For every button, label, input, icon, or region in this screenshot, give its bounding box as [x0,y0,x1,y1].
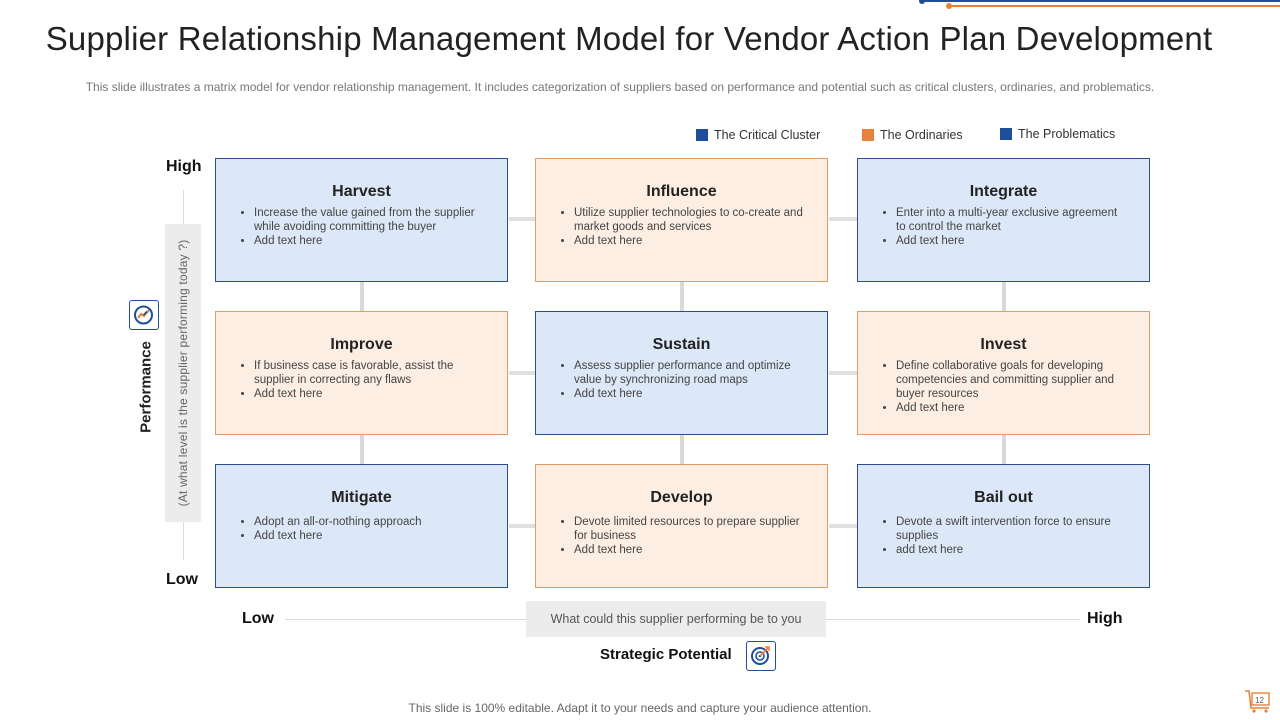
matrix-cell-improve: Improve If business case is favorable, a… [215,311,508,435]
top-accent-line-blue [922,0,1280,2]
matrix-cell-bail-out: Bail out Devote a swift intervention for… [857,464,1150,588]
footer-note: This slide is 100% editable. Adapt it to… [408,701,872,715]
cell-title: Influence [646,183,717,200]
target-icon [746,641,776,671]
cell-bullets: Devote limited resources to prepare supp… [556,515,807,557]
y-axis-question-box: (At what level is the supplier performin… [165,224,201,522]
bullet: Add text here [896,234,1129,248]
connector [829,217,858,221]
cell-bullets: Define collaborative goals for developin… [878,359,1129,415]
legend-swatch-orange [862,129,874,141]
matrix-cell-invest: Invest Define collaborative goals for de… [857,311,1150,435]
bullet: Add text here [254,387,487,401]
bullet: Add text here [574,387,807,401]
matrix-cell-sustain: Sustain Assess supplier performance and … [535,311,828,435]
matrix-cell-develop: Develop Devote limited resources to prep… [535,464,828,588]
bullet: Increase the value gained from the suppl… [254,206,487,234]
bullet: If business case is favorable, assist th… [254,359,487,387]
legend-item-problematics: The Problematics [1000,126,1115,142]
cell-title: Sustain [652,336,711,353]
connector [1002,282,1006,312]
legend-swatch-blue [696,129,708,141]
cell-bullets: Assess supplier performance and optimize… [556,359,807,401]
matrix-cell-influence: Influence Utilize supplier technologies … [535,158,828,282]
cell-title: Mitigate [331,489,392,506]
connector [509,371,536,375]
cart-icon [1245,690,1270,713]
cell-bullets: Increase the value gained from the suppl… [236,206,487,248]
slide-subtitle: This slide illustrates a matrix model fo… [85,80,1155,94]
bullet: Adopt an all-or-nothing approach [254,515,487,529]
y-axis-question: (At what level is the supplier performin… [176,239,190,507]
y-axis-title: Performance [137,341,155,433]
x-axis-question: What could this supplier performing be t… [526,601,826,637]
cell-title: Integrate [969,183,1038,200]
connector [1002,435,1006,465]
connector [829,371,858,375]
connector [829,524,858,528]
target-icon-graphic [751,646,770,665]
legend-label: The Problematics [1018,127,1116,141]
legend-item-critical-cluster: The Critical Cluster [696,127,820,143]
connector [680,282,684,312]
cell-bullets: Utilize supplier technologies to co-crea… [556,206,807,248]
cell-title: Improve [330,336,393,353]
bullet: Add text here [254,529,487,543]
legend-item-ordinaries: The Ordinaries [862,127,963,143]
top-accent-dot-blue [919,0,925,4]
top-accent-dot-orange [946,3,952,9]
cell-bullets: Devote a swift intervention force to ens… [878,515,1129,557]
bullet: Add text here [254,234,487,248]
connector [509,524,536,528]
bullet: Define collaborative goals for developin… [896,359,1129,401]
connector [360,282,364,312]
bullet: add text here [896,543,1129,557]
legend-label: The Critical Cluster [714,128,821,142]
page-number-badge: 12 [1244,688,1272,714]
speedometer-icon-graphic [134,305,153,325]
legend-label: The Ordinaries [880,128,963,142]
legend-swatch-blue [1000,128,1012,140]
bullet: Utilize supplier technologies to co-crea… [574,206,807,234]
connector [680,435,684,465]
connector [509,217,536,221]
bullet: Add text here [574,234,807,248]
page-number: 12 [1255,696,1264,705]
x-axis-high-label: High [1087,610,1123,627]
bullet: Add text here [574,543,807,557]
cell-title: Invest [980,336,1027,353]
bullet: Devote a swift intervention force to ens… [896,515,1129,543]
cell-title: Develop [650,489,713,506]
bullet: Add text here [896,401,1129,415]
x-axis-low-label: Low [242,610,274,627]
cell-bullets: If business case is favorable, assist th… [236,359,487,401]
bullet: Enter into a multi-year exclusive agreem… [896,206,1129,234]
matrix-cell-harvest: Harvest Increase the value gained from t… [215,158,508,282]
x-axis-title: Strategic Potential [600,646,732,663]
matrix-cell-mitigate: Mitigate Adopt an all-or-nothing approac… [215,464,508,588]
cell-bullets: Enter into a multi-year exclusive agreem… [878,206,1129,248]
connector [360,435,364,465]
speedometer-icon [129,300,159,330]
cell-title: Harvest [332,183,391,200]
bullet: Assess supplier performance and optimize… [574,359,807,387]
matrix-cell-integrate: Integrate Enter into a multi-year exclus… [857,158,1150,282]
y-axis-low-label: Low [166,571,198,588]
bullet: Devote limited resources to prepare supp… [574,515,807,543]
slide-title: Supplier Relationship Management Model f… [45,20,1213,57]
y-axis-high-label: High [166,158,202,175]
cell-title: Bail out [974,489,1033,506]
cell-bullets: Adopt an all-or-nothing approach Add tex… [236,515,487,543]
top-accent-line-orange [950,5,1280,7]
